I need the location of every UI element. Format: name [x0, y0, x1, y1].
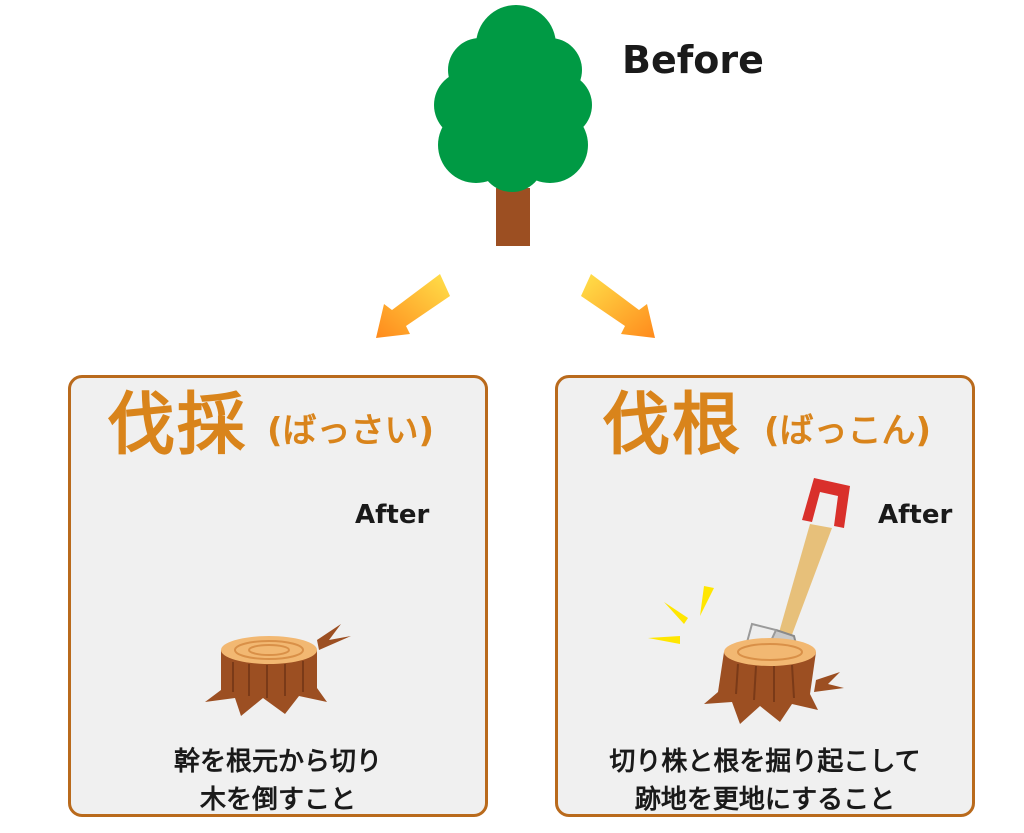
- bassai-panel: 伐採 (ばっさい) After 幹を根元から切り 木を倒すこと: [68, 375, 488, 817]
- tree-icon: [434, 5, 592, 246]
- bakkon-panel: 伐根 (ばっこん) After 切り株と根を掘り起こして 跡地を更地にすること: [555, 375, 975, 817]
- bassai-title: 伐採: [107, 386, 248, 465]
- bakkon-after-label: After: [878, 500, 953, 530]
- before-label: Before: [622, 38, 764, 82]
- bassai-after-label: After: [355, 500, 430, 530]
- bakkon-description: 切り株と根を掘り起こして 跡地を更地にすること: [558, 743, 972, 819]
- bassai-description-line-1: 幹を根元から切り: [173, 747, 382, 777]
- arrow-down-right-icon: [581, 274, 655, 338]
- bassai-reading: (ばっさい): [267, 411, 435, 451]
- bakkon-reading: (ばっこん): [764, 411, 932, 451]
- stump-icon: [704, 638, 844, 724]
- arrow-down-left-icon: [376, 274, 450, 338]
- bassai-description: 幹を根元から切り 木を倒すこと: [71, 743, 485, 819]
- bakkon-description-line-1: 切り株と根を掘り起こして: [609, 747, 921, 777]
- bakkon-description-line-2: 跡地を更地にすること: [634, 785, 896, 815]
- bassai-description-line-2: 木を倒すこと: [199, 785, 356, 815]
- stump-icon: [205, 624, 351, 716]
- impact-spark-icon: [648, 586, 714, 644]
- bakkon-title: 伐根: [602, 386, 743, 465]
